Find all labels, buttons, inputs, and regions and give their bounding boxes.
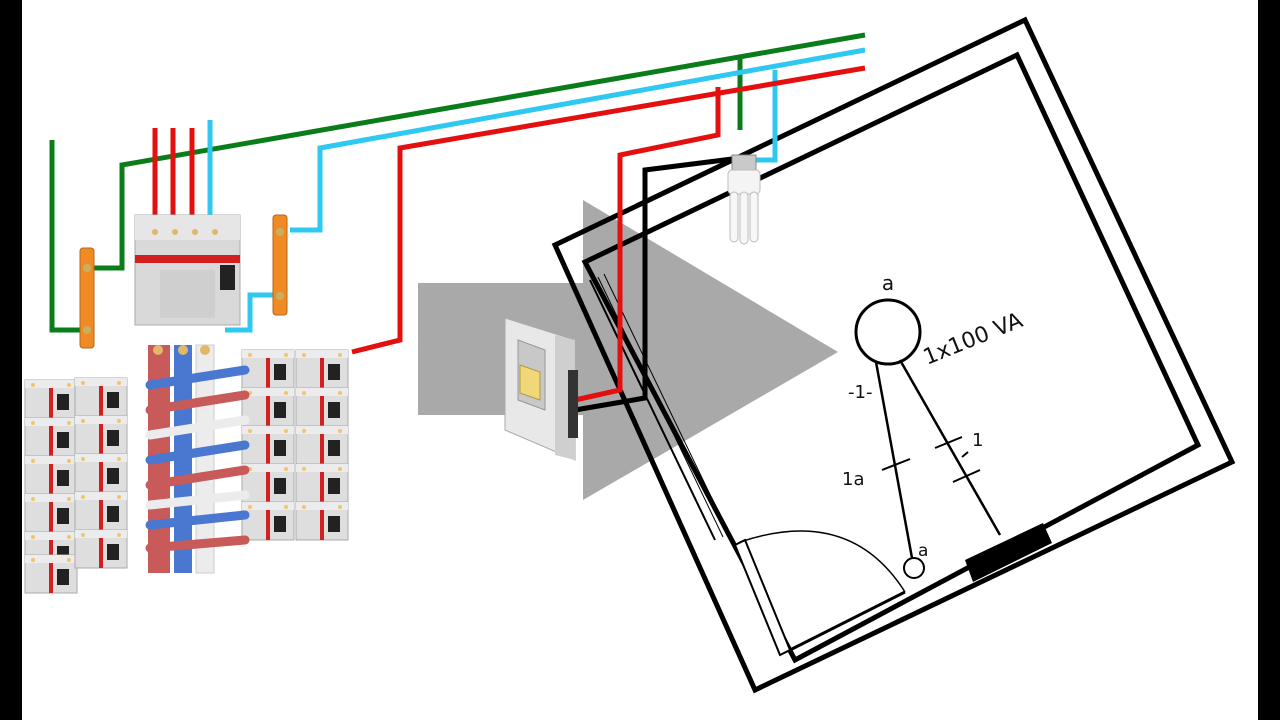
- circuit-label: -1-: [848, 382, 872, 403]
- conduit-lines: -1- 1 1a: [842, 359, 1002, 559]
- wall-switch-icon: [504, 317, 578, 461]
- door-icon: [733, 530, 906, 657]
- ground-bar-icon: [79, 247, 95, 349]
- switch-symbol: a: [903, 541, 928, 579]
- wall-switch-block: [965, 523, 1052, 582]
- lamp-symbol: a 1x100 VA: [854, 271, 1026, 371]
- perspective-arrow: [418, 200, 838, 500]
- phase-conductor-label: 1: [972, 430, 983, 451]
- left-letterbox: [0, 0, 22, 720]
- lamp-icon: [727, 154, 761, 245]
- breaker-panel-icon: [24, 344, 349, 594]
- right-letterbox: [1258, 0, 1280, 720]
- switch-letter: a: [918, 541, 928, 561]
- neutral-bar-icon: [272, 214, 288, 316]
- lamp-power-label: 1x100 VA: [920, 308, 1026, 370]
- main-breaker-icon: [134, 214, 241, 326]
- return-conductor-label: 1a: [842, 469, 864, 490]
- room-plan: [551, 16, 1236, 694]
- lamp-circuit-letter: a: [882, 271, 894, 295]
- wiring: [49, 32, 866, 413]
